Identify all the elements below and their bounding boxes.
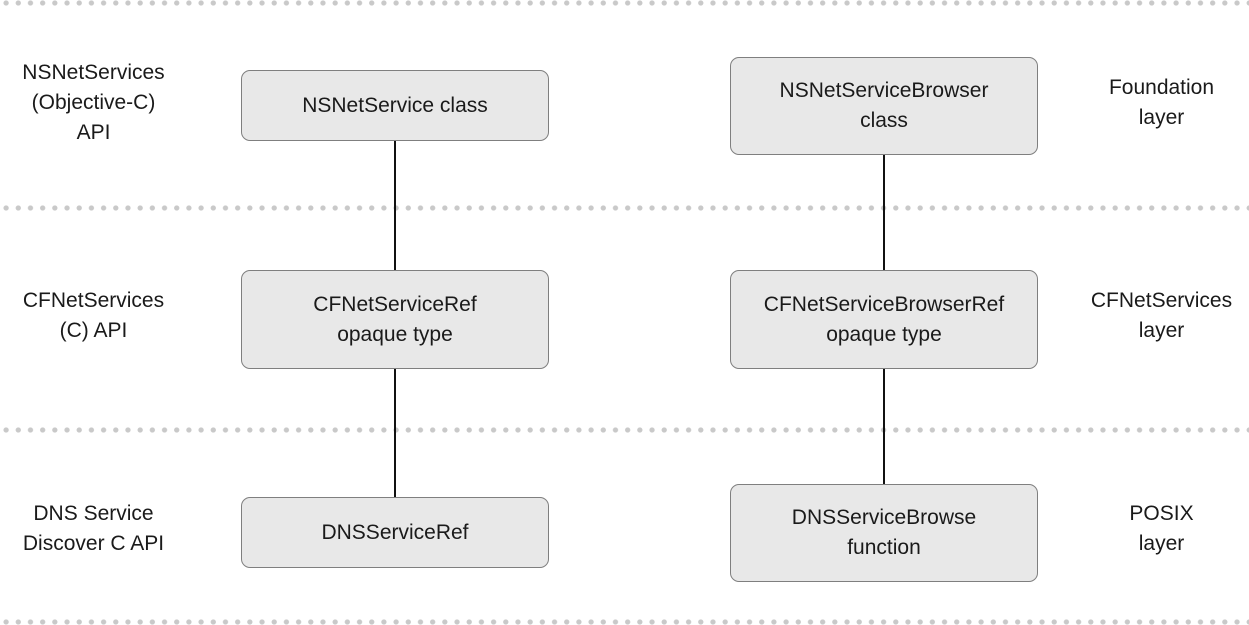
left-label-cfnetservices-api: CFNetServices (C) API — [22, 289, 165, 342]
layer-divider-bottom — [0, 619, 1249, 625]
box-nsnetservicebrowser-class: NSNetServiceBrowser class — [730, 57, 1038, 155]
right-label-foundation-layer: Foundation layer — [1108, 76, 1215, 129]
box-dnsservicebrowse-function: DNSServiceBrowse function — [730, 484, 1038, 582]
left-label-nsnetservices-api: NSNetServices (Objective-C) API — [22, 61, 165, 144]
box-dnsserviceref: DNSServiceRef — [241, 497, 549, 568]
right-label-cfnetservices-layer: CFNetServices layer — [1090, 289, 1233, 342]
box-cfnetservicebrowserref: CFNetServiceBrowserRef opaque type — [730, 270, 1038, 369]
left-label-dns-service-discovery-api: DNS Service Discover C API — [22, 502, 165, 555]
box-nsnetservice-class-label: NSNetService class — [302, 93, 488, 117]
layer-divider-foundation-cfnetwork — [0, 205, 1249, 211]
connector-nsnetservicebrowser-to-cfnetservicebrowserref — [883, 154, 885, 272]
layer-divider-cfnetwork-posix — [0, 427, 1249, 433]
connector-nsnetservice-to-cfnetserviceref — [394, 141, 396, 272]
layer-divider-top — [0, 0, 1249, 6]
box-cfnetserviceref: CFNetServiceRef opaque type — [241, 270, 549, 369]
right-label-posix-layer: POSIX layer — [1129, 502, 1194, 555]
connector-cfnetserviceref-to-dnsserviceref — [394, 368, 396, 499]
box-nsnetservice-class: NSNetService class — [241, 70, 549, 141]
connector-cfnetservicebrowserref-to-dnsservicebrowse — [883, 368, 885, 486]
box-cfnetservicebrowserref-label: CFNetServiceBrowserRef opaque type — [763, 292, 1005, 346]
box-cfnetserviceref-label: CFNetServiceRef opaque type — [313, 292, 477, 346]
box-dnsserviceref-label: DNSServiceRef — [321, 520, 469, 544]
box-nsnetservicebrowser-class-label: NSNetServiceBrowser class — [779, 79, 989, 132]
box-dnsservicebrowse-function-label: DNSServiceBrowse function — [791, 506, 977, 559]
